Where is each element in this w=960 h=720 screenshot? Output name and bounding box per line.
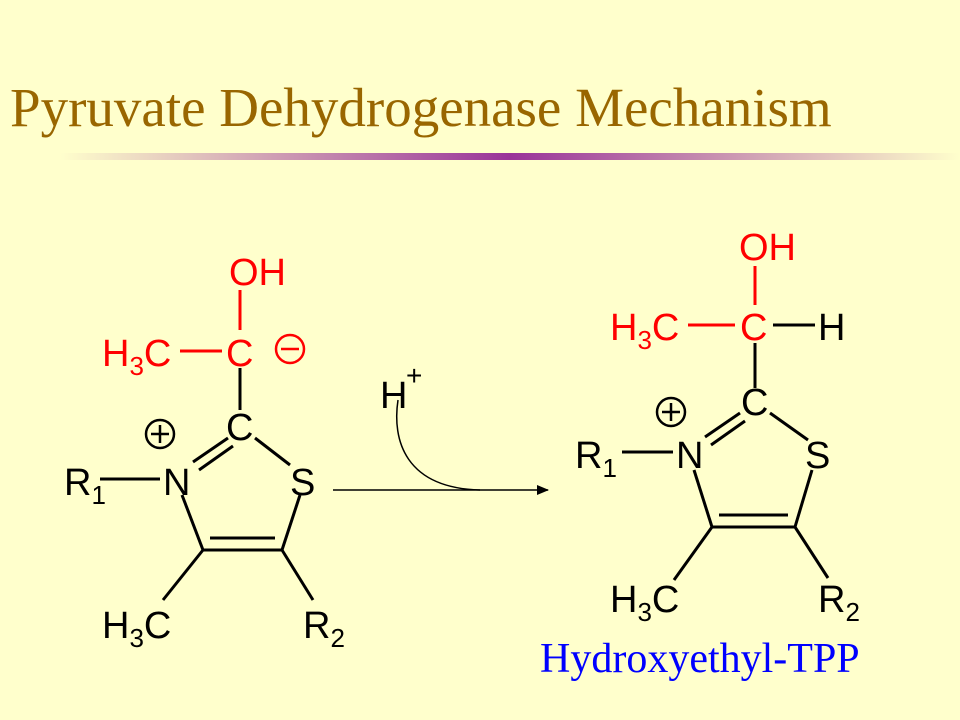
- product-red-bonds: [688, 266, 757, 327]
- product-ring-s-label: S: [805, 435, 830, 477]
- reactant-r1-label: R1: [64, 462, 106, 510]
- product-alpha-c-label: C: [740, 307, 767, 349]
- product-hydroxyl-label: OH: [739, 227, 796, 269]
- proton-charge-label: +: [406, 360, 422, 391]
- reactant-ring-n-label: N: [163, 462, 190, 504]
- product-ring-methyl-label: H3C: [610, 579, 679, 627]
- reactant-r2-label: R2: [303, 605, 345, 653]
- product-r1-label: R1: [575, 435, 617, 483]
- product-methyl-label: H3C: [610, 307, 679, 355]
- product-ring-n-label: N: [676, 435, 703, 477]
- proton-label: H: [380, 375, 407, 417]
- reactant-carbanion-c-label: C: [226, 333, 253, 375]
- product-ring-c-label: C: [741, 382, 768, 424]
- product-ring-bonds: [622, 323, 830, 581]
- reactant-ring-methyl-label: H3C: [102, 605, 171, 653]
- reactant-hydroxyl-label: OH: [229, 252, 286, 294]
- title-divider: [60, 153, 960, 160]
- reactant-ring-bonds: [100, 368, 315, 601]
- product-caption: Hydroxyethyl-TPP: [540, 636, 860, 682]
- reactant-red-bonds: [180, 290, 242, 353]
- product-labels: OH H3C C H C N S R1 H3C R2: [575, 227, 860, 627]
- product-molecule: OH H3C C H C N S R1 H3C R2: [575, 227, 860, 627]
- proton-reagent: H +: [380, 360, 481, 491]
- product-alpha-h-label: H: [818, 307, 845, 349]
- proton-curved-arrow: [395, 399, 481, 491]
- reactant-molecule: OH H3C C C N S R1 H3C R2: [64, 252, 345, 653]
- negative-charge-icon: [274, 333, 306, 365]
- positive-charge-icon: [655, 396, 687, 428]
- reactant-ring-c-label: C: [226, 407, 253, 449]
- reactant-ring-s-label: S: [290, 462, 315, 504]
- positive-charge-icon: [144, 418, 176, 450]
- product-r2-label: R2: [818, 579, 860, 627]
- reactant-labels: OH H3C C C N S R1 H3C R2: [64, 252, 345, 653]
- slide-title: Pyruvate Dehydrogenase Mechanism: [10, 77, 832, 138]
- reactant-methyl-label: H3C: [102, 333, 171, 381]
